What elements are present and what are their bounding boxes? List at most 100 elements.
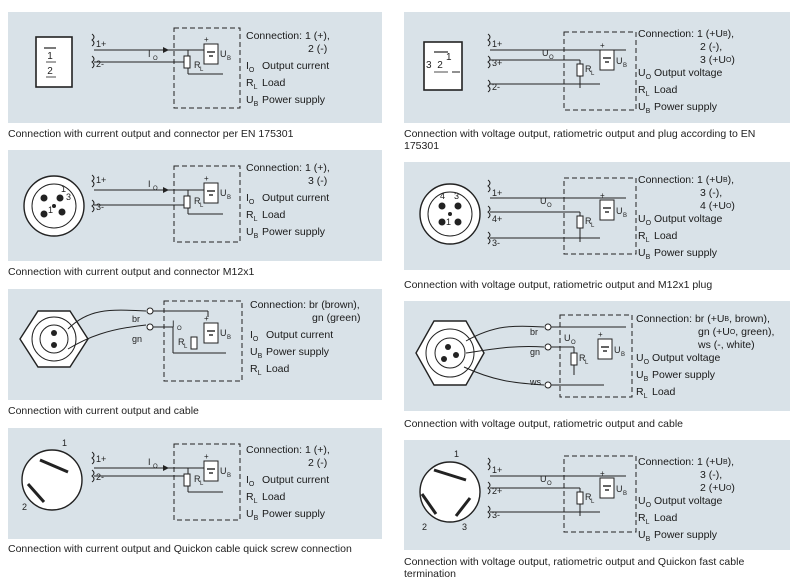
load-resistor [576,491,584,505]
connection-line: gn (green) [312,312,361,324]
pin-label: 1 [47,51,53,62]
connection-line: ws (-, white) [698,339,755,351]
wiring-diagram: 1 3 1 1+ 3- I O R L + U B [23,165,241,243]
svg-text:U: U [616,56,623,66]
svg-text:B: B [227,473,231,479]
svg-text:L: L [184,344,188,350]
connection-line: Connection: 1 (+), [246,162,330,174]
svg-text:B: B [623,63,627,69]
svg-text:+: + [204,314,209,323]
svg-text:O: O [153,186,158,192]
wiring-diagram: 4 3 1 1+ 4+ 3- U O R L + U B [419,177,637,255]
power-supply [203,182,219,204]
diagram-panel-quickon-voltage: 1 2 3 1+ 2+ 3- U O R L + U B Connection:… [404,440,790,550]
pin-label: 4 [440,191,445,201]
svg-text:O: O [153,56,158,62]
wire-label: gn [530,347,540,357]
load-resistor [576,215,584,229]
svg-text:R: R [579,353,586,363]
pin-label: 1 [48,205,53,215]
svg-text:I: I [148,179,151,189]
svg-text:R: R [178,337,185,347]
svg-text:I: I [148,49,151,59]
svg-text:R: R [585,216,592,226]
svg-text:O: O [547,481,552,487]
svg-text:B: B [621,352,625,358]
wire-label: 1+ [96,454,106,464]
connector-body [35,36,73,88]
power-supply [203,43,219,65]
connector-body [423,41,463,91]
pin-label: 3 [454,191,459,201]
svg-text:+: + [600,41,605,50]
svg-text:U: U [220,328,227,338]
pin-label: 2 [422,522,427,532]
wire-label: 3- [492,510,500,520]
svg-text:U: U [542,48,549,58]
diagram-panel-m12-voltage: 4 3 1 1+ 4+ 3- U O R L + U B Connection:… [404,162,790,270]
diagram-caption: Connection with current output and conne… [8,266,255,278]
diagram-caption: Connection with current output and conne… [8,128,294,140]
wire-label: 1+ [492,39,502,49]
wire-label: 2- [96,59,104,69]
cable-gland [19,310,89,368]
svg-text:+: + [204,174,209,183]
svg-text:U: U [220,49,227,59]
wire-label: 4+ [492,214,502,224]
load-resistor [183,55,191,69]
wire-label: 3- [96,202,104,212]
svg-text:R: R [585,492,592,502]
connection-line: Connection: 1 (+), [246,444,330,456]
diagram-caption: Connection with voltage output, ratiomet… [404,279,713,291]
svg-text:U: U [540,474,547,484]
svg-text:R: R [194,474,201,484]
connection-line: 2 (-) [308,43,328,55]
load-resistor [183,195,191,209]
svg-text:R: R [585,64,592,74]
pin-label: 3 [426,60,432,71]
wire-label: 1+ [96,175,106,185]
wiring-diagram: 1 2 3 1+ 2+ 3- U O R L + U B [419,449,637,533]
pin-label: 1 [62,438,67,448]
connection-line: 3 (-), [700,187,723,199]
svg-text:O: O [571,340,576,346]
diagram-panel-en175301-current: 1 2 1+ 2- I O R L + U B Connection: 1 (+… [8,12,382,123]
svg-text:U: U [614,345,621,355]
pin-label: 2 [47,66,53,77]
svg-text:U: U [220,188,227,198]
svg-text:I: I [148,457,151,467]
wire-label: 2- [492,82,500,92]
svg-text:+: + [204,35,209,44]
power-supply [203,322,219,344]
diagram-panel-quickon-current: 1 2 1+ 2- I O R L + U B Connection: 1 (+… [8,428,382,539]
pin-label: 2 [437,60,443,71]
svg-text:B: B [227,335,231,341]
connection-line: 3 (-), [700,469,723,481]
svg-text:I: I [172,319,175,329]
diagram-caption: Connection with voltage output, ratiomet… [404,418,684,430]
svg-text:U: U [616,484,623,494]
load-resistor [190,336,198,350]
svg-text:L: L [200,203,204,209]
pin-label: 1 [61,184,66,194]
svg-text:B: B [227,195,231,201]
svg-text:O: O [549,55,554,61]
diagram-caption: Connection with voltage output, ratiomet… [404,128,756,152]
diagram-caption: Connection with current output and Quick… [8,543,352,555]
svg-text:O: O [153,464,158,470]
svg-text:U: U [540,196,547,206]
svg-text:B: B [227,56,231,62]
wire-label: 2+ [492,486,502,496]
connection-line: 2 (-) [308,457,328,469]
svg-text:+: + [598,330,603,339]
wiring-diagram: 1 2 1+ 2- I O R L + U B [21,438,241,521]
